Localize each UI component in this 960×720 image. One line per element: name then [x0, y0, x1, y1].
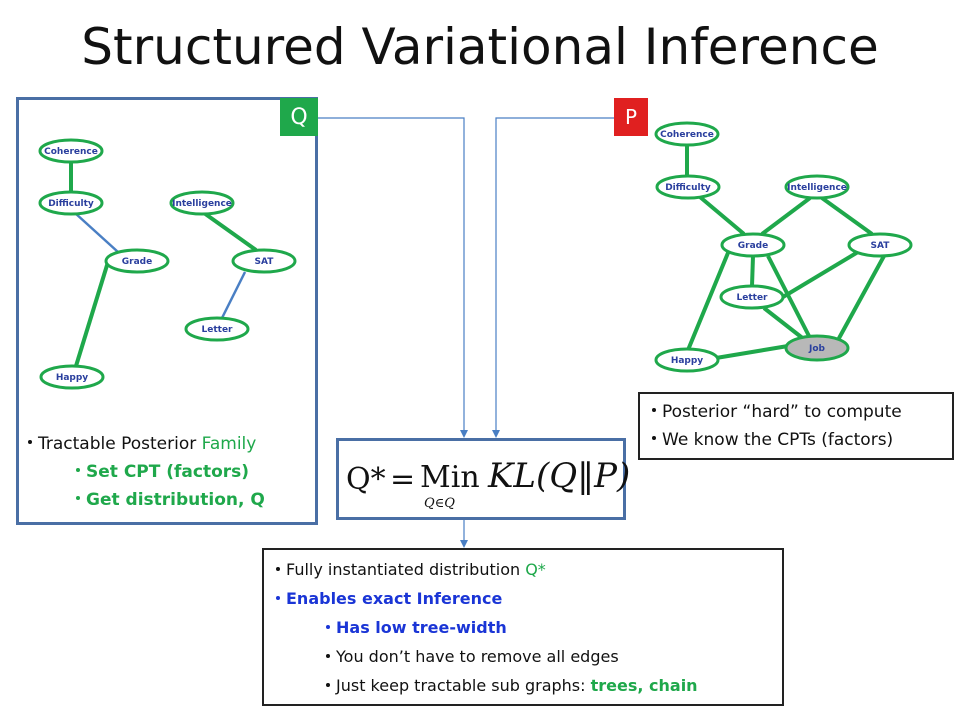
p-edge-grade-happy [686, 247, 732, 351]
result-bullet-5-highlight: trees, chain [590, 676, 698, 695]
formula-subscript: Q∈Q [424, 496, 455, 511]
result-bullet-5: Just keep tractable sub graphs: trees, c… [326, 676, 698, 696]
p-tag: P [614, 98, 648, 136]
p-node-coherence: Coherence [654, 121, 720, 147]
result-bullet-4-text: You don’t have to remove all edges [336, 647, 619, 666]
q-edge-intelligence-sat [202, 211, 258, 252]
formula-min: Min [420, 460, 480, 495]
formula-lhs: Q* [346, 462, 386, 497]
q-node-letter: Letter [184, 316, 250, 342]
result-box [262, 548, 784, 706]
bullet-dot [76, 468, 80, 472]
slide-title: Structured Variational Inference [81, 18, 879, 76]
bullet-dot [276, 595, 280, 600]
q-tag: Q [280, 98, 318, 136]
p-node-letter: Letter [719, 284, 785, 310]
q-bullet-sub1-text: Set CPT (factors) [86, 462, 250, 482]
bullet-dot [276, 566, 280, 571]
formula-to-result-connector [460, 520, 468, 548]
q-edge-difficulty-grade [74, 212, 119, 253]
p-node-sat-label: SAT [871, 241, 891, 251]
p-bullet-2-text: We know the CPTs (factors) [662, 430, 894, 450]
result-bullet-4: You don’t have to remove all edges [326, 647, 619, 667]
q-bullet-sub1: Set CPT (factors) [76, 462, 249, 482]
q-node-happy-label: Happy [56, 373, 88, 383]
p-bullet-1-text: Posterior “hard” to compute [662, 402, 902, 422]
q-node-grade-label: Grade [122, 257, 152, 267]
p-bullets-box [638, 392, 954, 460]
p-node-intelligence: Intelligence [784, 174, 850, 200]
formula-equals: = [390, 462, 416, 497]
p-node-coherence-label: Coherence [660, 130, 714, 140]
p-to-formula-connector [492, 117, 614, 438]
formula-box [336, 438, 626, 520]
bullet-dot [326, 682, 330, 687]
q-bullet-sub2: Get distribution, Q [76, 490, 265, 510]
p-node-job-label: Job [808, 344, 826, 354]
p-node-intelligence-label: Intelligence [787, 183, 847, 193]
p-node-grade: Grade [720, 232, 786, 258]
q-bullet-main-text: Tractable Posterior [38, 434, 202, 454]
bullet-dot [652, 436, 656, 440]
q-edge-sat-letter [220, 271, 247, 319]
p-edge-happy-job [715, 344, 789, 360]
p-node-sat: SAT [847, 232, 913, 258]
p-edge-intelligence-grade [760, 196, 812, 236]
q-node-grade: Grade [104, 248, 170, 274]
p-edge-letter-job [762, 306, 807, 342]
bullet-dot [326, 653, 330, 658]
q-bullet-main-highlight: Family [201, 434, 257, 454]
result-bullet-1: Fully instantiated distribution Q* [276, 560, 546, 580]
p-node-difficulty: Difficulty [655, 174, 721, 200]
q-node-intelligence-label: Intelligence [172, 199, 232, 209]
q-edge-grade-happy [74, 261, 110, 367]
q-node-sat-label: SAT [255, 257, 275, 267]
p-node-job: Job [784, 334, 850, 362]
p-edge-grade-letter [750, 255, 755, 287]
bullet-dot [28, 440, 32, 444]
q-to-formula-connector [318, 117, 468, 438]
bullet-dot [326, 624, 330, 629]
formula-rhs: KL(Q‖P) [488, 456, 631, 496]
p-node-letter-label: Letter [737, 293, 769, 303]
q-bullet-main: Tractable Posterior Family [28, 434, 256, 454]
p-node-difficulty-label: Difficulty [665, 183, 711, 193]
p-edge-grade-job [766, 255, 812, 339]
q-node-happy: Happy [39, 364, 105, 390]
q-node-coherence: Coherence [38, 138, 104, 164]
q-panel [16, 97, 318, 525]
q-node-difficulty: Difficulty [38, 190, 104, 216]
result-bullet-5-text: Just keep tractable sub graphs: [336, 676, 591, 695]
bullet-dot [652, 408, 656, 412]
p-edge-sat-job [836, 255, 886, 341]
result-bullet-1-text: Fully instantiated distribution [286, 560, 526, 579]
p-node-happy-label: Happy [671, 356, 703, 366]
q-bullet-sub2-text: Get distribution, Q [86, 490, 265, 510]
p-bullet-1: Posterior “hard” to compute [652, 402, 902, 422]
bullet-dot [76, 496, 80, 500]
q-node-intelligence: Intelligence [169, 190, 235, 216]
q-node-difficulty-label: Difficulty [48, 199, 94, 209]
p-node-grade-label: Grade [738, 241, 768, 251]
p-edge-difficulty-grade [698, 195, 746, 236]
p-edge-sat-letter [776, 250, 860, 302]
q-node-coherence-label: Coherence [44, 147, 98, 157]
p-edge-intelligence-sat [820, 196, 874, 236]
result-bullet-2-text: Enables exact Inference [286, 589, 503, 608]
q-node-letter-label: Letter [202, 325, 234, 335]
result-bullet-2: Enables exact Inference [276, 589, 502, 609]
result-bullet-1-highlight: Q* [525, 560, 546, 579]
q-node-sat: SAT [231, 248, 297, 274]
p-bullet-2: We know the CPTs (factors) [652, 430, 893, 450]
result-bullet-3-text: Has low tree-width [336, 618, 507, 637]
p-node-happy: Happy [654, 347, 720, 373]
result-bullet-3: Has low tree-width [326, 618, 507, 638]
